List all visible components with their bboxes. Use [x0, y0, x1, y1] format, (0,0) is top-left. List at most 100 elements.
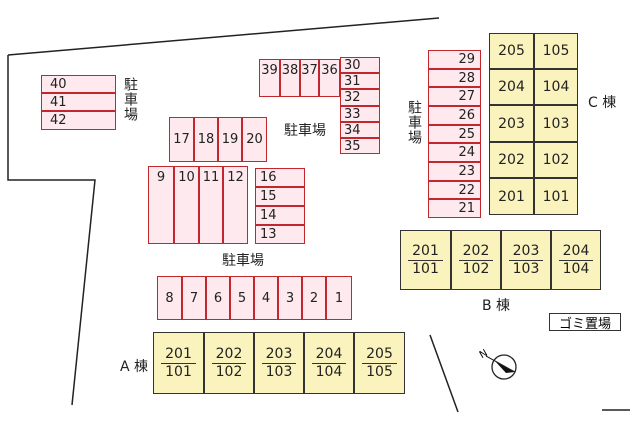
unit-divider: [509, 259, 543, 261]
slot-number: 42: [50, 113, 67, 128]
parking-label-middle: 駐車場: [222, 253, 264, 269]
slot-number: 5: [237, 290, 247, 306]
slot-number: 20: [246, 132, 263, 147]
parking-slot-37: 37: [300, 59, 319, 97]
parking-slot-22: 22: [428, 181, 481, 199]
unit-upper: 202: [462, 242, 490, 259]
slot-number: 1: [334, 290, 344, 306]
building-c-unit: 204: [489, 69, 534, 105]
unit-lower: 101: [412, 260, 439, 277]
parking-slot-6: 6: [206, 276, 230, 320]
unit-lower: 101: [165, 363, 192, 380]
slot-number: 11: [202, 170, 220, 185]
slot-number: 3: [285, 290, 295, 306]
unit-lower: 104: [562, 260, 590, 277]
slot-number: 19: [221, 132, 239, 147]
slot-number: 34: [344, 122, 361, 138]
parking-slot-3: 3: [278, 276, 302, 320]
unit-divider: [212, 362, 246, 364]
unit-upper: 205: [366, 345, 393, 362]
slot-number: 38: [281, 63, 299, 78]
unit-divider: [408, 259, 443, 261]
building-c-unit: 201: [489, 178, 534, 215]
parking-slot-20: 20: [242, 117, 267, 162]
slot-number: 2: [309, 290, 319, 306]
slot-number: 4: [261, 290, 271, 306]
unit-number: 202: [498, 152, 525, 168]
garbage-label: ゴミ置場: [558, 316, 611, 332]
building-c-unit: 103: [534, 105, 578, 142]
slot-number: 21: [458, 201, 475, 216]
parking-slot-5: 5: [230, 276, 254, 320]
unit-divider: [459, 259, 493, 261]
building-c-label: C 棟: [588, 95, 617, 111]
compass-icon: [485, 354, 517, 380]
parking-slot-25: 25: [428, 125, 481, 143]
parking-slot-24: 24: [428, 143, 481, 162]
unit-lower: 104: [315, 363, 343, 380]
slot-number: 13: [260, 227, 277, 242]
parking-slot-18: 18: [194, 117, 218, 162]
slot-number: 8: [165, 290, 174, 306]
unit-upper: 204: [315, 345, 343, 362]
parking-slot-34: 34: [340, 122, 380, 138]
parking-slot-26: 26: [428, 106, 481, 125]
unit-number: 201: [498, 188, 525, 205]
slot-number: 24: [458, 145, 475, 160]
parking-slot-2: 2: [302, 276, 326, 320]
slot-number: 36: [321, 63, 338, 78]
parking-slot-21: 21: [428, 199, 481, 218]
garbage-area: ゴミ置場: [549, 313, 621, 332]
parking-slot-13: 13: [255, 225, 305, 244]
unit-lower: 105: [366, 363, 393, 380]
slot-number: 25: [458, 126, 475, 142]
parking-slot-1: 1: [326, 276, 352, 320]
parking-slot-19: 19: [218, 117, 242, 162]
parking-slot-32: 32: [340, 89, 380, 106]
unit-number: 203: [498, 115, 525, 132]
slot-number: 35: [344, 138, 361, 154]
parking-slot-35: 35: [340, 138, 380, 154]
parking-slot-33: 33: [340, 106, 380, 122]
unit-divider: [262, 362, 296, 364]
slot-number: 12: [227, 170, 244, 185]
slot-number: 31: [344, 73, 361, 89]
parking-label-right: 駐車場: [406, 100, 422, 145]
building-c-unit: 102: [534, 142, 578, 178]
parking-slot-41: 41: [41, 93, 116, 111]
parking-slot-17: 17: [169, 117, 194, 162]
unit-upper: 201: [412, 242, 439, 259]
slot-number: 37: [301, 63, 318, 78]
slot-number: 28: [458, 70, 475, 86]
parking-slot-31: 31: [340, 73, 380, 89]
parking-slot-27: 27: [428, 87, 481, 106]
parking-label-top: 駐車場: [284, 123, 326, 139]
unit-number: 101: [542, 188, 570, 205]
unit-divider: [312, 362, 346, 364]
parking-slot-28: 28: [428, 69, 481, 87]
parking-slot-9: 9: [148, 166, 174, 244]
unit-upper: 203: [265, 345, 293, 362]
parking-slot-16: 16: [255, 168, 305, 187]
unit-divider: [559, 259, 593, 261]
parking-slot-8: 8: [157, 276, 182, 320]
slot-number: 26: [458, 108, 475, 123]
slot-number: 18: [197, 132, 215, 147]
slot-number: 29: [458, 52, 475, 67]
slot-number: 17: [173, 132, 190, 147]
slot-number: 33: [344, 106, 361, 122]
slot-number: 27: [458, 89, 475, 104]
unit-lower: 103: [512, 260, 540, 277]
slot-number: 30: [344, 57, 361, 73]
slot-number: 10: [178, 170, 195, 185]
parking-slot-39: 39: [259, 59, 280, 97]
slot-number: 9: [156, 170, 166, 185]
